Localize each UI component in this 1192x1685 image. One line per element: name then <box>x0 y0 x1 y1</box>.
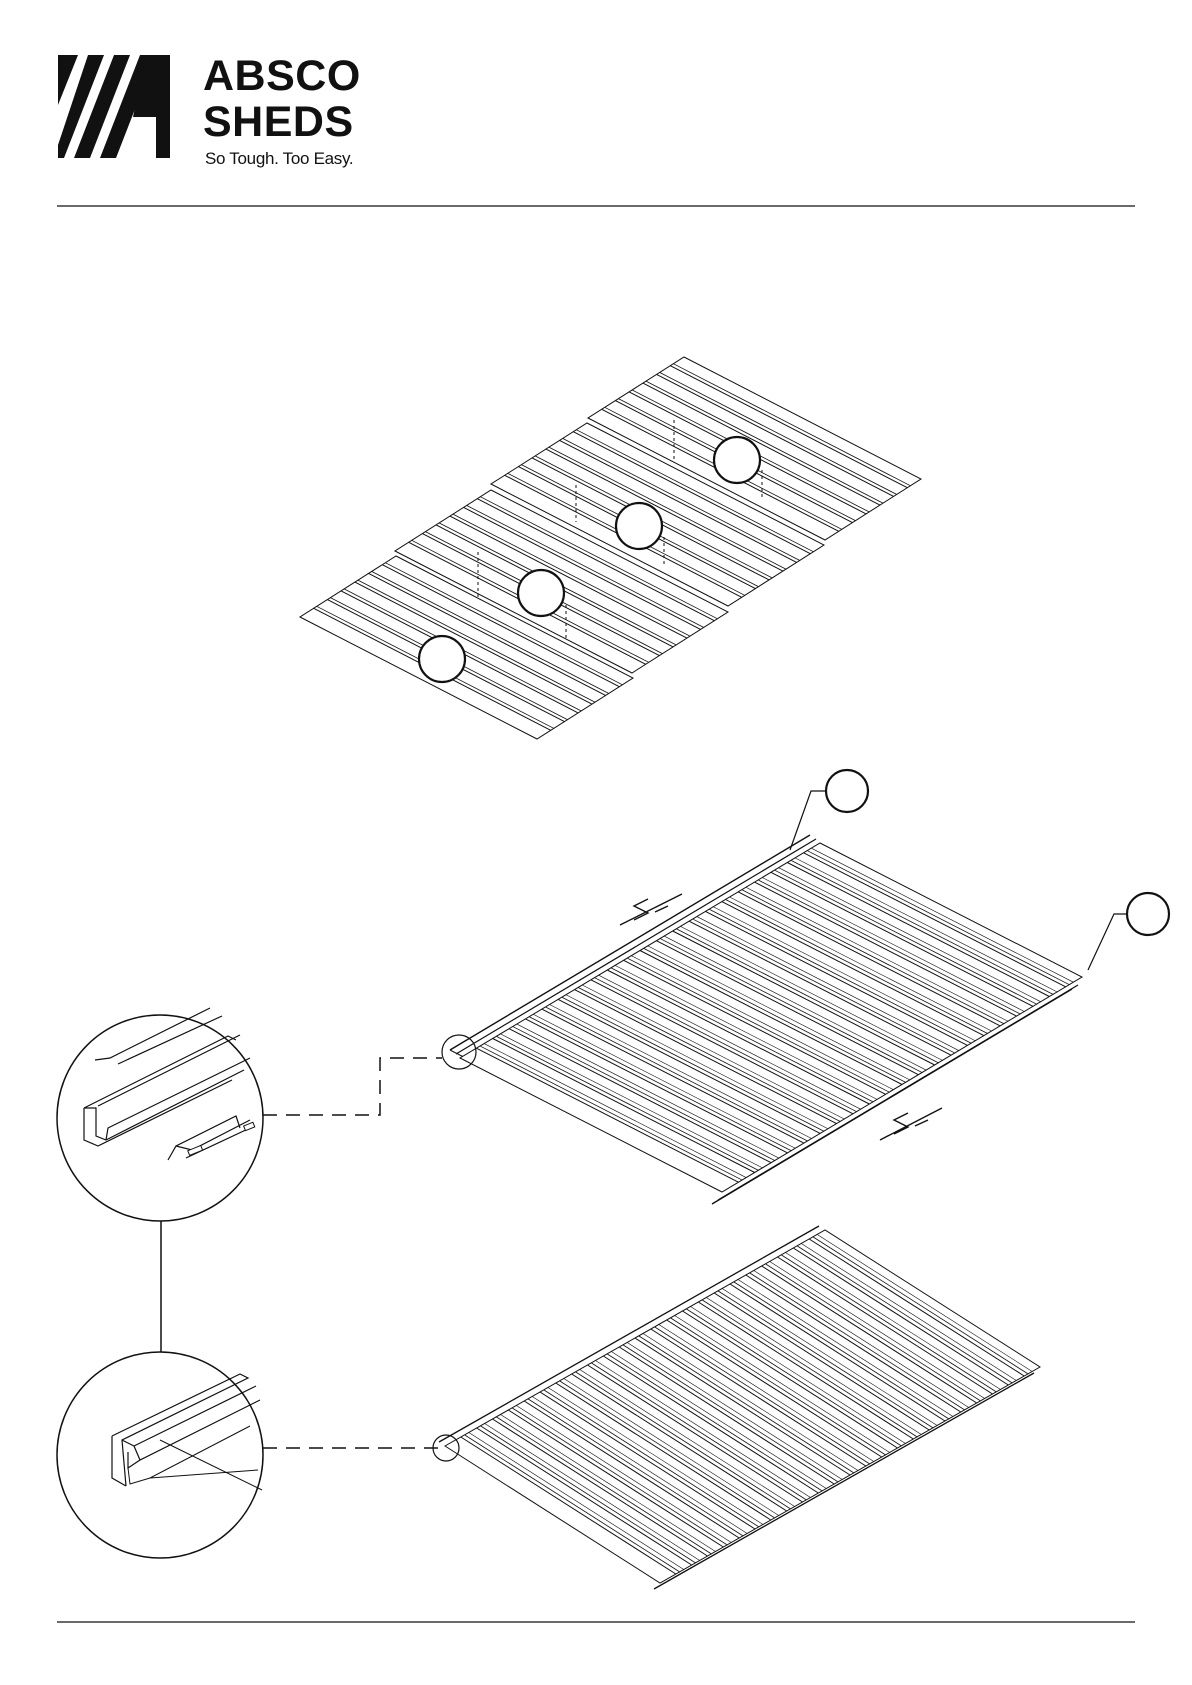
step-overlap-panels <box>300 357 921 739</box>
callout-circle <box>714 437 760 483</box>
callout-circle <box>826 770 868 812</box>
callout-circle <box>518 570 564 616</box>
step-fit-edge-channels <box>450 835 1082 1204</box>
detail-magnifier-icon <box>57 1008 263 1221</box>
break-symbol-icon <box>620 894 682 925</box>
leader-line-detail-1 <box>263 1058 442 1115</box>
detail-magnifier-icon <box>57 1352 263 1558</box>
break-symbol-icon <box>880 1108 942 1140</box>
step-assembled-panel <box>439 1226 1040 1589</box>
callout-circle <box>1127 893 1169 935</box>
callout-circle <box>419 636 465 682</box>
callout-circle <box>616 503 662 549</box>
